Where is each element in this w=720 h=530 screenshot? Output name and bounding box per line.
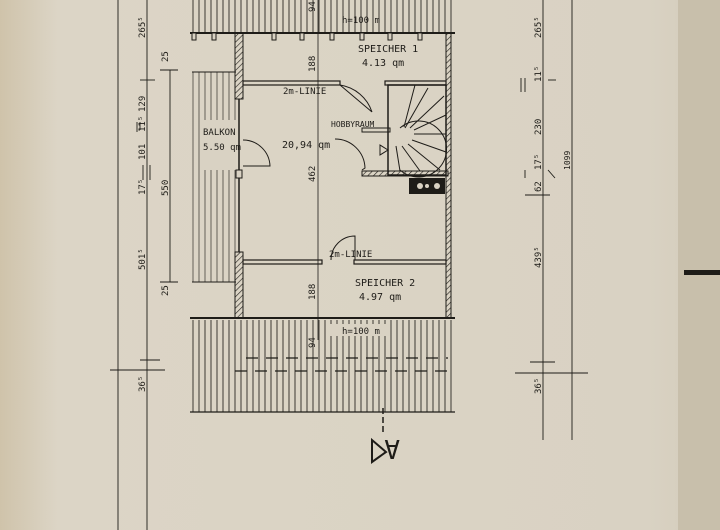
paper-edge: [678, 0, 720, 530]
right-dim-6: 1099: [563, 151, 572, 170]
left-dim-3: 11⁵: [138, 116, 148, 132]
section-arrow-icon: [371, 437, 388, 464]
dim-462: 462: [308, 166, 318, 182]
left-dim-4: 101: [138, 144, 148, 160]
right-dim-1: 11⁵: [534, 66, 544, 82]
left-dim-8: 25: [161, 285, 171, 296]
dim-top-94: 94: [308, 1, 318, 12]
dim-188-top: 188: [308, 56, 318, 72]
line-label-bottom: 2m-LINIE: [329, 250, 372, 260]
left-dimension-lines: [110, 0, 178, 530]
right-dim-0: 265⁵: [534, 16, 544, 38]
speicher2-name: SPEICHER 2: [355, 278, 415, 289]
right-dim-4: 62: [534, 181, 544, 192]
left-dim-0: 265⁵: [138, 16, 148, 38]
speicher2-area: 4.97 qm: [359, 292, 401, 303]
balkon-name: BALKON: [203, 128, 236, 138]
balcony: [192, 71, 236, 283]
right-dim-7: 36⁵: [534, 378, 544, 394]
left-dim-9: 36⁵: [138, 376, 148, 392]
stove-icon: [409, 178, 445, 194]
speicher1-name: SPEICHER 1: [358, 44, 418, 55]
right-dim-5: 439⁵: [534, 246, 544, 268]
left-dim-7: 501⁵: [138, 248, 148, 270]
left-dim-5: 17⁵: [138, 179, 148, 195]
right-dim-2: 230: [534, 119, 544, 135]
right-dim-3: 17⁵: [534, 154, 544, 170]
speicher1-area: 4.13 qm: [362, 58, 404, 69]
roof-top: [190, 0, 455, 41]
right-dimension-lines: [515, 0, 588, 440]
hobbyraum-name: HOBBYRAUM: [331, 120, 375, 129]
left-dim-2: 129: [138, 96, 148, 112]
roof-bottom: [190, 320, 455, 432]
staircase: [361, 84, 449, 178]
line-label-top: 2m-LINIE: [283, 87, 326, 97]
doors: [242, 84, 373, 261]
edge-mark: [684, 270, 720, 275]
height-label-top: h=100 m: [342, 16, 380, 26]
left-dim-6: 550: [161, 180, 171, 196]
dim-188-bottom: 188: [308, 284, 318, 300]
section-marker-a: A: [384, 433, 400, 463]
balkon-area: 5.50 qm: [203, 143, 241, 153]
hobbyraum-area: 20,94 qm: [282, 140, 330, 151]
left-dim-1: 25: [161, 51, 171, 62]
height-label-bottom: h=100 m: [342, 327, 380, 337]
